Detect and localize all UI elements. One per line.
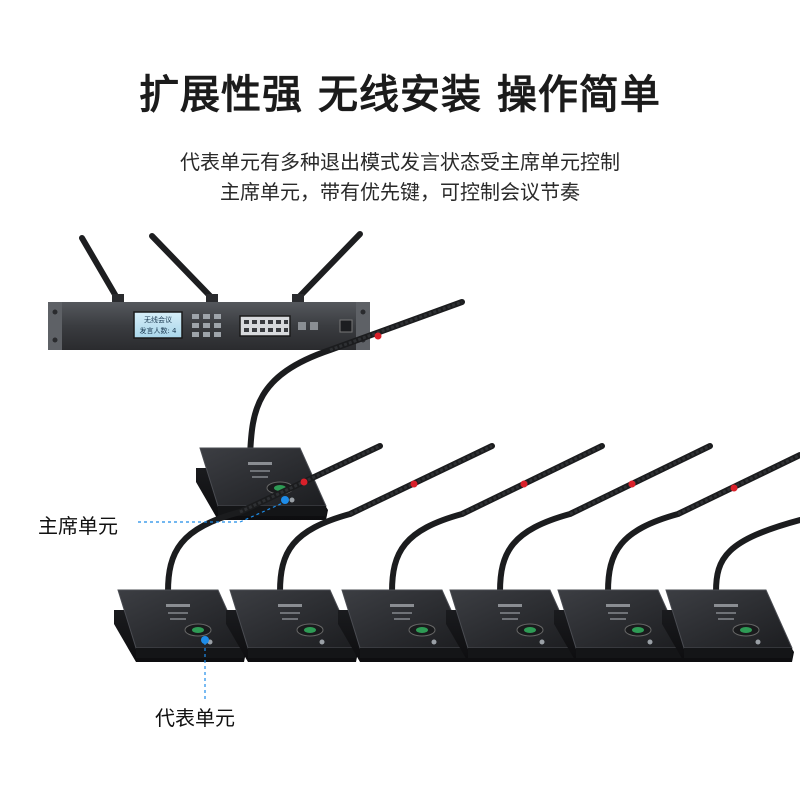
- delegate-unit: [445, 443, 713, 663]
- delegate-unit: [553, 452, 800, 663]
- delegate-unit: [337, 443, 605, 663]
- host-display-line-1: 无线会议: [144, 315, 172, 324]
- host-display-line-2: 发言人数: 4: [139, 326, 177, 335]
- chair-unit: [195, 299, 465, 521]
- description-line-1: 代表单元有多种退出模式发言状态受主席单元控制: [180, 150, 620, 174]
- chair-callout-line: [138, 501, 286, 523]
- delegate-unit-label: 代表单元: [155, 706, 235, 730]
- headline: 扩展性强 无线安装 操作简单: [139, 72, 661, 118]
- delegate-unit: [113, 443, 383, 663]
- delegate-unit: [225, 443, 495, 663]
- delegate-unit: [661, 517, 800, 663]
- chair-unit-label: 主席单元: [38, 514, 118, 538]
- description-line-2: 主席单元，带有优先键，可控制会议节奏: [220, 180, 580, 204]
- wireless-host-receiver: 无线会议 发言人数: 4: [48, 231, 370, 350]
